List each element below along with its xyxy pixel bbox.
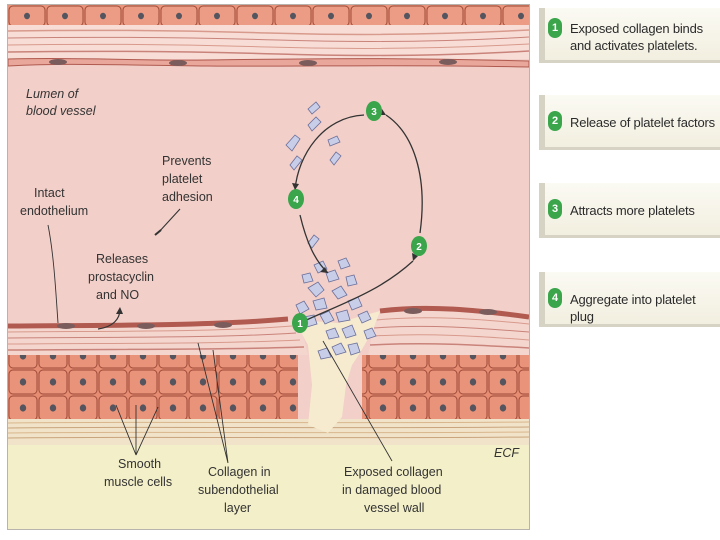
cycle-badge-1-label: 1 — [297, 319, 303, 330]
label-releases-line1: Releases — [96, 252, 148, 266]
cycle-badge-2: 2 — [411, 236, 427, 256]
label-smooth-line2: muscle cells — [104, 475, 172, 489]
cycle-badge-3-label: 3 — [371, 107, 377, 118]
cycle-badge-4: 4 — [288, 189, 304, 209]
platelet-cluster — [285, 101, 377, 360]
label-prevents-line2: platelet — [162, 172, 203, 186]
ecf-region — [8, 445, 529, 529]
lower-wall-right — [368, 305, 529, 355]
label-exposed-line3: vessel wall — [364, 501, 424, 515]
step-text-4: Aggregate into platelet plug — [570, 292, 696, 324]
smooth-muscle-left — [8, 355, 298, 419]
label-exposed-line1: Exposed collagen — [344, 465, 443, 479]
wound-gap — [296, 311, 380, 433]
smooth-muscle-right — [362, 355, 529, 419]
endothelium-leader — [47, 224, 59, 324]
prevents-pointer — [157, 208, 181, 234]
step-box-1: 1 Exposed collagen binds and activates p… — [539, 8, 720, 63]
step-badge-1: 1 — [548, 18, 562, 38]
label-prevents-line3: adhesion — [162, 190, 213, 204]
lower-wall-left — [8, 316, 308, 355]
step-box-3: 3 Attracts more platelets — [539, 183, 720, 238]
collagen-fibers — [8, 419, 529, 445]
label-ecf: ECF — [494, 446, 520, 460]
smooth-muscle-leader — [115, 404, 159, 456]
step-box-2: 2 Release of platelet factors — [539, 95, 720, 150]
step-badge-2: 2 — [548, 111, 562, 131]
cycle-badge-2-label: 2 — [416, 242, 422, 253]
label-smooth-line1: Smooth — [118, 457, 161, 471]
label-lumen-line2: blood vessel — [26, 104, 97, 118]
cycle-arrows — [294, 114, 423, 324]
cycle-badge-3: 3 — [366, 101, 382, 121]
label-exposed-line2: in damaged blood — [342, 483, 441, 497]
label-collagen-line3: layer — [224, 501, 251, 515]
label-collagen-line2: subendothelial — [198, 483, 279, 497]
top-cell-layer — [8, 5, 529, 25]
label-lumen-line1: Lumen of — [26, 87, 80, 101]
platelet-plug-diagram: 1 2 3 4 Lumen of blood vessel Intact end… — [7, 4, 530, 530]
label-releases-line3: and NO — [96, 288, 139, 302]
label-intact-line1: Intact — [34, 186, 65, 200]
arrowheads — [292, 109, 418, 273]
label-prevents-line1: Prevents — [162, 154, 211, 168]
top-endothelium — [8, 57, 529, 68]
step-badge-4: 4 — [548, 288, 562, 308]
step-text-1: Exposed collagen binds and activates pla… — [570, 21, 703, 53]
cycle-badge-1: 1 — [292, 313, 308, 333]
exposed-collagen-leader — [322, 340, 393, 462]
label-intact-line2: endothelium — [20, 204, 88, 218]
collagen-leader — [197, 342, 229, 464]
step-text-2: Release of platelet factors — [570, 115, 715, 130]
step-text-3: Attracts more platelets — [570, 203, 695, 218]
label-releases-line2: prostacyclin — [88, 270, 154, 284]
label-collagen-line1: Collagen in — [208, 465, 271, 479]
step-badge-3: 3 — [548, 199, 562, 219]
step-box-4: 4 Aggregate into platelet plug — [539, 272, 720, 327]
cycle-badge-4-label: 4 — [293, 195, 299, 206]
